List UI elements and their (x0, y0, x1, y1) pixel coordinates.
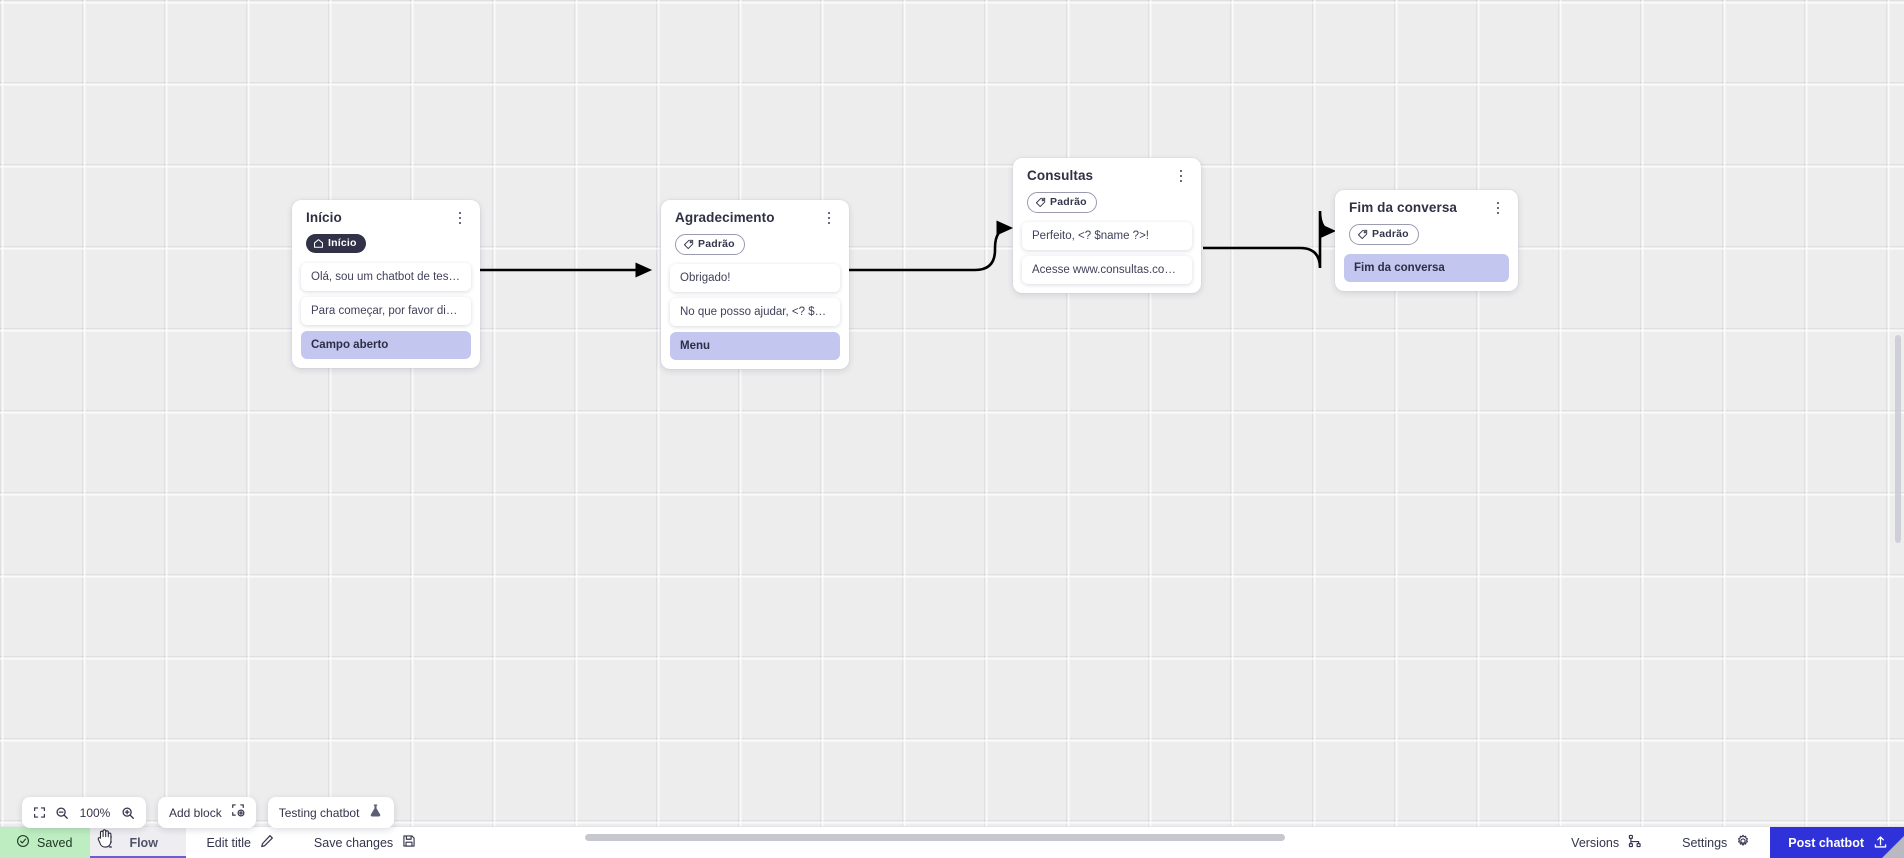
zoom-out-icon[interactable] (55, 806, 69, 820)
badge-default[interactable]: Padrão (675, 234, 745, 255)
horizontal-scrollbar[interactable] (0, 832, 1904, 842)
vertical-scrollbar[interactable] (1893, 0, 1902, 826)
node-badge-row: Início (301, 227, 471, 254)
testing-chatbot-label: Testing chatbot (278, 805, 360, 820)
connector-layer (479, 210, 1337, 278)
bottom-bar: Saved Flow Edit title Save changes (0, 826, 1904, 858)
node-rows: Olá, sou um chatbot de teste! Para começ… (301, 262, 471, 359)
message-row[interactable]: Perfeito, <? $name ?>! (1022, 221, 1192, 250)
gear-icon (1736, 834, 1750, 851)
node-rows: Fim da conversa (1344, 253, 1509, 282)
edit-title-button[interactable]: Edit title (186, 827, 293, 858)
flask-icon (368, 803, 383, 823)
add-block-icon (231, 803, 245, 822)
vertical-scrollbar-thumb[interactable] (1895, 335, 1901, 543)
node-menu-icon[interactable] (452, 209, 468, 227)
edge-agradecimento-to-consultas (849, 220, 1014, 272)
branch-icon (1628, 834, 1642, 851)
node-title: Fim da conversa (1349, 200, 1458, 215)
node-rows: Obrigado! No que posso ajudar, <? $name … (670, 263, 840, 360)
save-changes-button[interactable]: Save changes (294, 827, 436, 858)
node-header: Início (301, 210, 471, 227)
badge-default[interactable]: Padrão (1027, 192, 1097, 213)
node-agradecimento[interactable]: Agradecimento Padrão Obrigado! No que po… (661, 200, 849, 369)
home-icon (313, 238, 324, 249)
badge-label: Padrão (1372, 228, 1409, 240)
testing-chatbot-button-inner[interactable]: Testing chatbot (279, 803, 384, 823)
message-row[interactable]: Acesse www.consultas.com par... (1022, 255, 1192, 284)
tag-icon (1035, 197, 1046, 208)
node-badge-row: Padrão (1344, 217, 1509, 245)
zoom-in-icon[interactable] (121, 806, 135, 820)
node-badge-row: Padrão (670, 227, 840, 255)
tag-icon (683, 239, 694, 250)
fit-screen-icon[interactable] (33, 806, 46, 819)
edge-consultas-to-fim (1203, 210, 1337, 269)
edit-title-label: Edit title (206, 835, 251, 850)
add-block-button-inner[interactable]: Add block (169, 803, 245, 822)
check-circle-icon (16, 834, 30, 851)
node-header: Consultas (1022, 168, 1192, 185)
option-row[interactable]: Fim da conversa (1344, 253, 1509, 282)
save-changes-label: Save changes (313, 835, 394, 850)
node-header: Agradecimento (670, 210, 840, 227)
message-row[interactable]: Obrigado! (670, 263, 840, 292)
badge-label: Padrão (698, 238, 735, 250)
saved-label: Saved (37, 835, 73, 850)
post-chatbot-button[interactable]: Post chatbot (1770, 827, 1904, 858)
option-row[interactable]: Campo aberto (301, 330, 471, 359)
tab-flow-label: Flow (129, 835, 158, 850)
node-badge-row: Padrão (1022, 185, 1192, 213)
add-block-label: Add block (169, 805, 222, 820)
node-fim-da-conversa[interactable]: Fim da conversa Padrão Fim da conversa (1335, 190, 1518, 291)
message-row[interactable]: No que posso ajudar, <? $name ... (670, 297, 840, 326)
add-block-button[interactable]: Add block (158, 797, 256, 828)
canvas-toolbar: 100% Add block (22, 797, 395, 828)
floppy-disk-icon (402, 834, 416, 851)
flow-canvas[interactable]: Início Início Olá, sou um chatbot de tes… (0, 0, 1904, 826)
node-menu-icon[interactable] (821, 209, 837, 227)
versions-button[interactable]: Versions (1551, 827, 1662, 858)
tag-icon (1357, 229, 1368, 240)
versions-label: Versions (1571, 835, 1620, 850)
node-rows: Perfeito, <? $name ?>! Acesse www.consul… (1022, 221, 1192, 284)
status-badge-saved: Saved (0, 827, 91, 858)
zoom-level: 100% (79, 805, 111, 820)
node-title: Consultas (1027, 168, 1094, 183)
badge-label: Início (328, 237, 357, 249)
node-title: Agradecimento (675, 210, 775, 225)
badge-start[interactable]: Início (306, 234, 366, 253)
horizontal-scrollbar-thumb[interactable] (585, 834, 1285, 841)
settings-button[interactable]: Settings (1662, 827, 1770, 858)
message-row[interactable]: Olá, sou um chatbot de teste! (301, 262, 471, 291)
testing-chatbot-button[interactable]: Testing chatbot (267, 797, 395, 828)
node-inicio[interactable]: Início Início Olá, sou um chatbot de tes… (292, 200, 480, 368)
node-menu-icon[interactable] (1173, 167, 1189, 185)
post-chatbot-label: Post chatbot (1788, 835, 1864, 850)
resize-corner[interactable] (1880, 834, 1904, 858)
node-header: Fim da conversa (1344, 200, 1509, 217)
node-menu-icon[interactable] (1490, 199, 1506, 217)
message-row[interactable]: Para começar, por favor digite o ... (301, 296, 471, 325)
settings-label: Settings (1682, 835, 1728, 850)
zoom-controls: 100% (22, 797, 146, 828)
badge-default[interactable]: Padrão (1349, 224, 1419, 245)
pencil-icon (260, 834, 274, 851)
node-title: Início (306, 210, 342, 225)
node-consultas[interactable]: Consultas Padrão Perfeito, <? $name ?>! … (1013, 158, 1201, 293)
option-row[interactable]: Menu (670, 331, 840, 360)
badge-label: Padrão (1050, 196, 1087, 208)
